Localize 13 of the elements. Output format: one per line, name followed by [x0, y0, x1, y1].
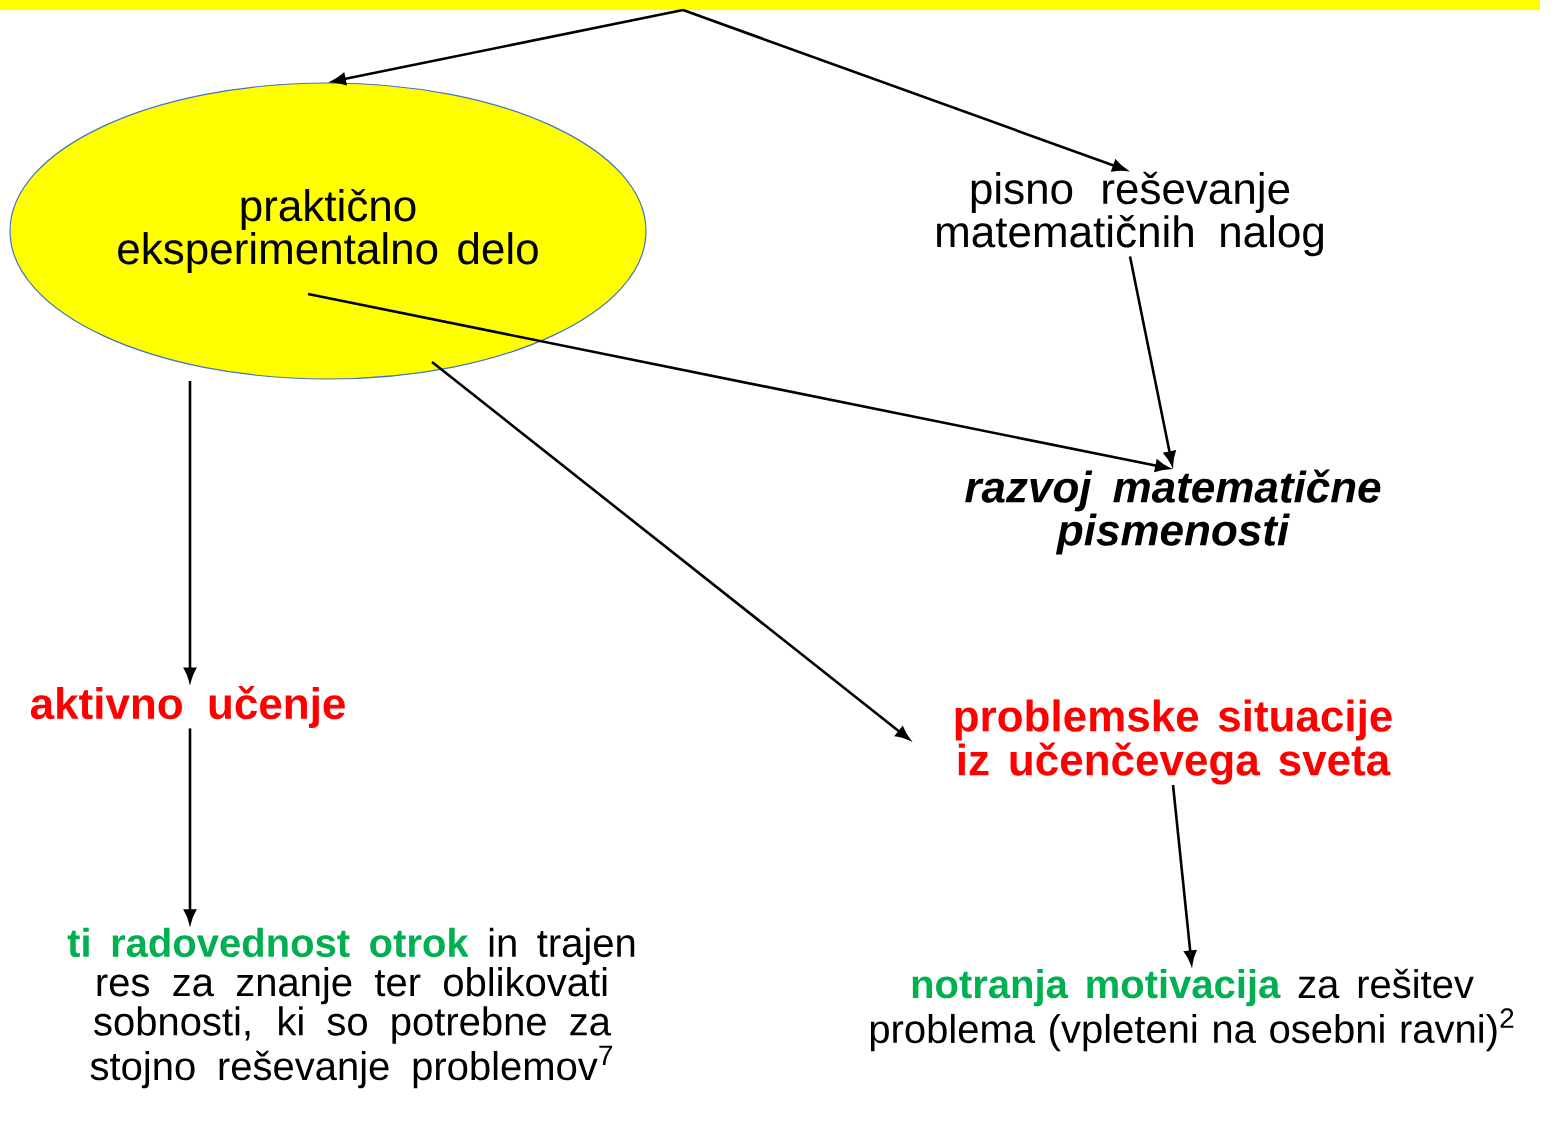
node-text: ti radovednost otrok in trajen res za znanje ter oblikovati sobnosti, ki so potrebne za stojno reševanje problemov$^{7}$: [67, 927, 635, 1089]
node-text: razvoj matematične pismenosti: [965, 469, 1381, 555]
node-text: aktivno učenje: [30, 686, 345, 728]
top-band: [0, 0, 1540, 10]
node-text: pisno reševanje matematičnih nalog: [937, 171, 1323, 257]
arrow: [307, 292, 1170, 472]
arrow: [431, 361, 910, 741]
node-text: problemske situacije iz učenčevega sveta: [955, 699, 1392, 785]
ellipse-node: praktično eksperimentalno delo: [9, 82, 647, 380]
arrow: [1128, 256, 1176, 466]
arrow: [331, 8, 684, 85]
node-text: notranja motivacija za rešitev problema (vpleteni na osebni ravni)$^{2}$: [870, 968, 1514, 1052]
arrow: [682, 8, 1127, 172]
